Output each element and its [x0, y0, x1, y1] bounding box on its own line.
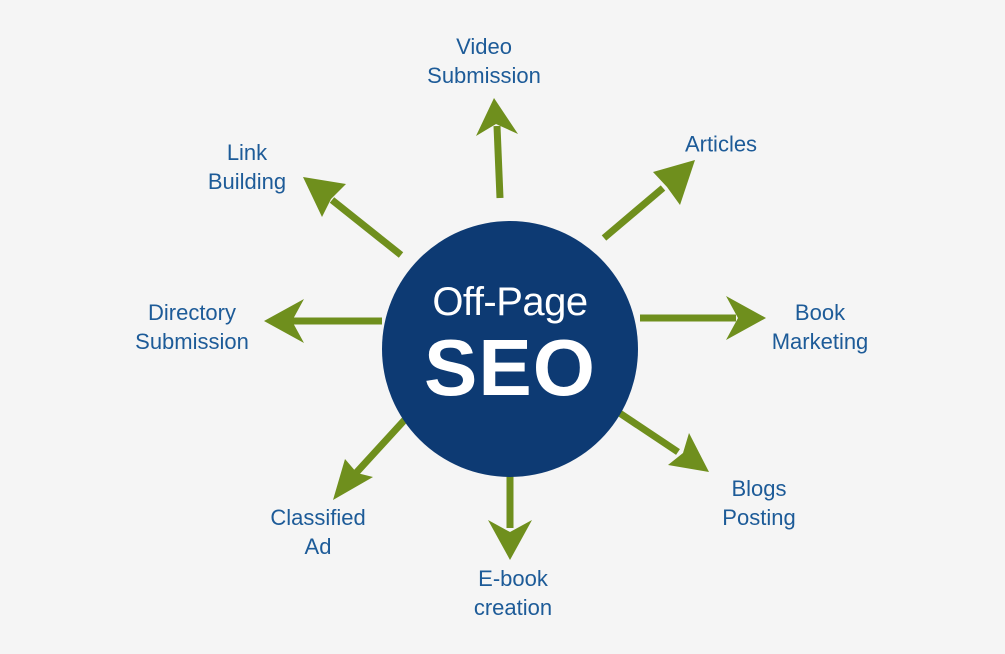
node-video-submission: Video Submission [427, 32, 541, 90]
arrow-book-marketing [640, 296, 766, 340]
node-link-building-line2: Building [207, 169, 287, 194]
node-video-submission-line1: Video [456, 34, 512, 59]
node-blogs-posting-line1: Blogs [731, 476, 787, 501]
arrow-articles [601, 160, 695, 241]
arrow-link-building [303, 177, 404, 258]
node-link-building-line1: Link [226, 140, 268, 165]
arrow-video-submission [476, 98, 518, 199]
node-ebook-creation: E-book creation [474, 564, 552, 622]
node-book-marketing-line2: Marketing [771, 329, 869, 354]
arrow-classified-ad [333, 411, 413, 500]
node-articles-line1: Articles [684, 131, 758, 157]
arrow-directory-submission [264, 299, 382, 343]
node-articles: Articles [685, 130, 757, 159]
center-hub: Off-Page SEO [382, 221, 638, 477]
node-video-submission-line2: Submission [427, 63, 541, 88]
node-classified-ad: Classified Ad [270, 503, 365, 561]
hub-title-line1: Off-Page [432, 280, 588, 324]
node-blogs-posting-line2: Posting [722, 505, 796, 530]
node-link-building: Link Building [208, 138, 286, 196]
node-ebook-creation-line1: E-book [478, 566, 548, 591]
node-directory-submission-line2: Submission [135, 329, 249, 354]
node-directory-submission: Directory Submission [135, 298, 249, 356]
node-book-marketing-line1: Book [794, 300, 846, 325]
node-classified-ad-line1: Classified [270, 505, 366, 530]
node-classified-ad-line2: Ad [304, 534, 332, 559]
node-ebook-creation-line2: creation [473, 595, 553, 620]
hub-title-line2: SEO [424, 323, 596, 412]
arrow-blogs-posting [610, 405, 709, 472]
node-blogs-posting: Blogs Posting [722, 474, 795, 532]
node-directory-submission-line1: Directory [147, 300, 236, 325]
node-book-marketing: Book Marketing [772, 298, 869, 356]
